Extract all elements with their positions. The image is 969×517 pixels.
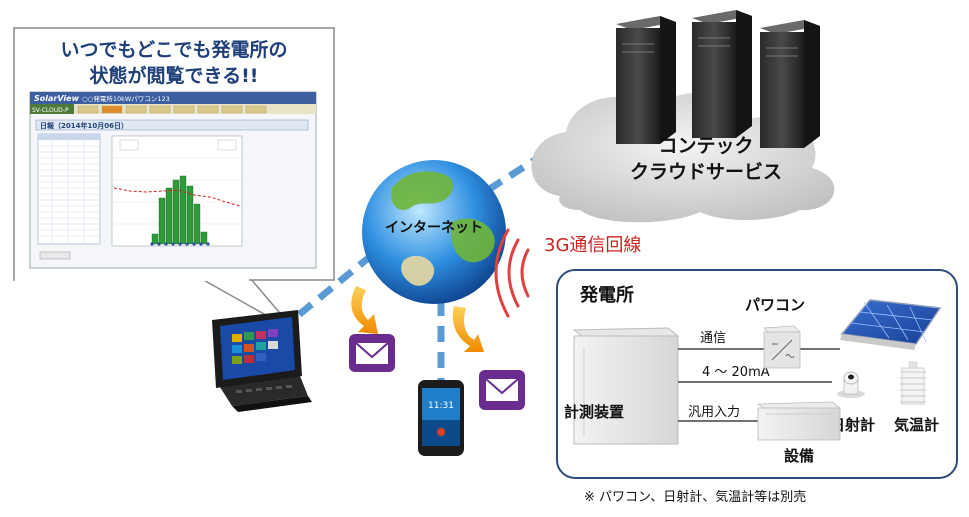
pcs-label: パワコン (745, 296, 805, 314)
app-report-title: 日報（2014年10月06日） (40, 121, 128, 130)
app-brand: SolarView (34, 94, 80, 103)
power-conditioner-icon (763, 325, 801, 369)
measurement-device-icon (572, 327, 680, 445)
app-title: ○○発電所10kWパワコン123 (82, 94, 170, 103)
internet-label: インターネット (385, 220, 483, 236)
equipment-label: 設備 (784, 447, 814, 465)
comm-label: 通信 (700, 331, 726, 346)
app-screenshot: SolarView ○○発電所10kWパワコン123 SV-CLOUD-P 日報… (29, 91, 317, 269)
app-data-table (37, 133, 101, 245)
equipment-icon (756, 401, 842, 441)
notify-arrow-phone (452, 306, 484, 352)
measure-label: 計測装置 (564, 403, 624, 421)
solar-panel-icon (840, 299, 942, 350)
pyranometer-label: 日射計 (830, 416, 875, 434)
io-label: 汎用入力 (688, 405, 740, 420)
callout-headline-1: いつでもどこでも発電所の (60, 38, 287, 61)
notify-arrow-tablet (351, 286, 378, 334)
connection-lines (287, 137, 568, 380)
pyranometer-icon (837, 371, 865, 398)
thermometer-icon (900, 361, 926, 405)
server-icon (616, 10, 820, 148)
link-globe-cloud (486, 137, 568, 193)
cloud-label-1: コンテック (658, 135, 753, 157)
cloud-label-2: クラウドサービス (630, 161, 782, 183)
link-globe-tablet (287, 252, 375, 325)
cloud-shape (531, 92, 835, 223)
wireless-waves-icon (494, 228, 530, 318)
callout-box: いつでもどこでも発電所の 状態が閲覧できる!! SolarView ○○発電所1… (13, 27, 335, 333)
tablet-icon (212, 310, 312, 412)
thermometer-label: 気温計 (894, 416, 939, 434)
cloud-service: コンテック クラウドサービス (531, 10, 835, 223)
app-mini-chart (111, 135, 243, 247)
smartphone-icon: 11:31 (418, 380, 464, 456)
tablet-tiles (232, 329, 278, 364)
internet-globe: インターネット (362, 160, 506, 304)
callout-headline-2: 状態が閲覧できる!! (90, 64, 259, 87)
app-tab[interactable]: SV-CLOUD-P (32, 107, 69, 114)
phone-time: 11:31 (428, 401, 454, 411)
power-plant-panel: 発電所 計測装置 通信 4 ～ 20mA 汎用入力 パワコン (556, 269, 958, 479)
signal-label: 4 ～ 20mA (702, 365, 770, 380)
mail-icon-tablet (349, 334, 395, 372)
footnote: ※ パワコン、日射計、気温計等は別売 (584, 489, 806, 505)
network-label: 3G通信回線 (544, 235, 641, 256)
plant-wiring (678, 348, 840, 422)
mail-icon-phone (479, 370, 525, 410)
plant-title: 発電所 (579, 284, 634, 306)
